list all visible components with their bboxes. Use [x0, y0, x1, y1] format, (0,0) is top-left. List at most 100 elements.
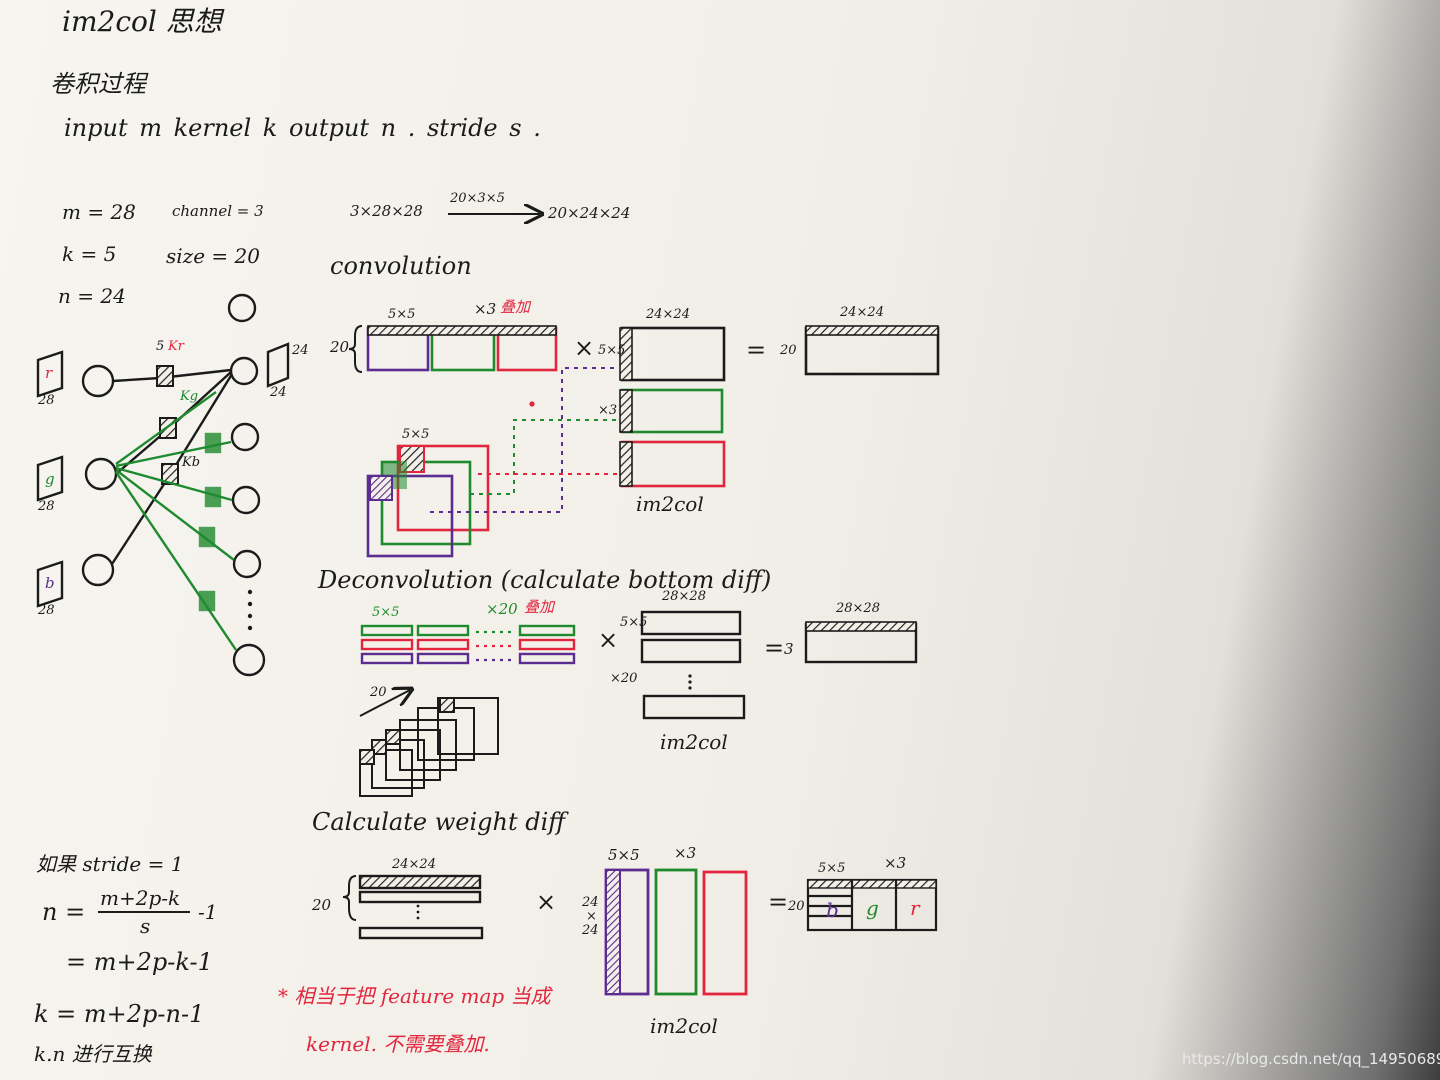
conv-sum-label: 叠加: [500, 298, 531, 316]
input-neuron-g: [84, 457, 118, 491]
input-label-g: g: [45, 470, 55, 488]
conv-kernel-blocks: [366, 325, 558, 372]
deconv-nested-maps: [359, 697, 499, 797]
deconv-repeat-label: ×20: [486, 600, 518, 618]
kernel-label-b: Kb: [182, 455, 201, 470]
formula-denominator: s: [140, 914, 151, 938]
deconv-times: ×: [598, 626, 619, 654]
deconv-result-rows: 3: [784, 640, 794, 658]
wdiff-side-a: 24: [582, 895, 599, 910]
col-block-red: [620, 440, 726, 488]
formula-line3: k = m+2p-n-1: [34, 1000, 205, 1028]
wdiff-side-b: ×: [586, 909, 597, 924]
deconv-cols-label: 5×5: [620, 615, 648, 630]
shape-kernel: 20×3×5: [450, 191, 505, 206]
output-neuron-4: [231, 485, 261, 515]
deconv-map-label: 28×28: [662, 589, 706, 604]
param-n: n = 24: [58, 284, 126, 308]
wdiff-heading: Calculate weight diff: [312, 808, 566, 836]
deconv-heading: Deconvolution (calculate bottom diff): [318, 566, 772, 594]
conv-kernel-label: 5×5: [388, 307, 416, 322]
wdiff-map-label: 24×24: [392, 857, 436, 872]
conv-result-rows: 20: [780, 343, 797, 358]
wdiff-result-repeat: ×3: [884, 854, 907, 872]
note-line1: * 相当于把 feature map 当成: [278, 984, 551, 1008]
wdiff-cell-r: r: [910, 896, 920, 920]
wdiff-col-repeat: ×3: [674, 844, 697, 862]
deconv-result: [804, 621, 918, 664]
output-neuron-2: [229, 356, 259, 386]
input-size-r: 28: [38, 393, 55, 408]
page-title: im2col 思想: [62, 5, 222, 38]
output-size-label: 24: [292, 343, 309, 358]
shape-output: 20×24×24: [548, 204, 631, 222]
wdiff-left-brace: [342, 875, 357, 921]
conv-cols-label: 5×5: [598, 343, 626, 358]
watermark-url: https://blog.csdn.net/qq_14950689: [1182, 1050, 1440, 1068]
conv-left-brace: [348, 325, 363, 373]
input-map-g: [36, 455, 64, 502]
formula-title: 如果 stride = 1: [36, 852, 184, 876]
output-map: [266, 342, 290, 388]
output-neuron-n: [232, 643, 266, 677]
wdiff-result-rows: 20: [788, 899, 805, 914]
input-map-b: [36, 560, 64, 608]
deconv-kernels: [360, 624, 576, 665]
deconv-dots: [476, 630, 512, 662]
input-neuron-r: [81, 364, 115, 398]
conv-result: [804, 325, 940, 376]
kernel-label-g: Kg: [180, 389, 199, 404]
input-label-r: r: [45, 364, 53, 382]
input-map-r: [36, 350, 64, 398]
wdiff-im2col: im2col: [650, 1014, 718, 1038]
network-graph: [36, 293, 290, 677]
shape-input: 3×28×28: [350, 202, 423, 220]
wdiff-result-kernel: 5×5: [818, 861, 846, 876]
wdiff-side-c: 24: [582, 923, 599, 938]
kernel-size-label: 5: [156, 339, 165, 354]
output-neuron-1: [227, 293, 257, 323]
wdiff-equals: =: [768, 888, 789, 916]
conv-times: ×: [574, 334, 595, 362]
deconv-sum-label: 叠加: [524, 598, 555, 616]
definitions-line: input m kernel k output n . stride s .: [64, 114, 541, 142]
conv-heading: convolution: [330, 252, 472, 280]
conv-channels-label: ×3: [474, 300, 497, 318]
wdiff-rows: [358, 874, 484, 940]
conv-dotted-links: [430, 367, 618, 513]
kernel-label-r: Kr: [168, 339, 184, 354]
note-line2: kernel. 不需要叠加.: [306, 1032, 490, 1056]
formula-numerator: m+2p-k: [100, 886, 181, 910]
col-block-black: [620, 326, 726, 382]
col-block-green: [620, 388, 724, 434]
output-size-label-b: 24: [270, 385, 287, 400]
wdiff-times: ×: [536, 888, 557, 916]
input-neuron-b: [81, 553, 115, 587]
conv-repeat-label: ×3: [598, 403, 618, 418]
input-size-g: 28: [38, 499, 55, 514]
conv-slide-kernel: 5×5: [402, 427, 430, 442]
output-neuron-5: [232, 549, 262, 579]
deconv-slide-arrow: [359, 690, 410, 717]
formula-line4: k.n 进行互换: [34, 1042, 152, 1066]
wdiff-result: [806, 878, 938, 932]
wdiff-cell-b: b: [826, 898, 839, 922]
deconv-result-label: 28×28: [836, 601, 880, 616]
wdiff-vdots: [416, 904, 420, 920]
conv-equals: =: [746, 336, 767, 364]
wdiff-row-label: 20: [312, 896, 332, 914]
conv-row-label: 20: [330, 338, 350, 356]
output-neuron-3: [230, 422, 260, 452]
conv-sliding-maps: [366, 444, 490, 558]
wdiff-cell-g: g: [866, 896, 879, 920]
param-channel: channel = 3: [172, 202, 264, 220]
formula-n-eq: n =: [42, 898, 86, 926]
deconv-kernel-label: 5×5: [372, 605, 400, 620]
deconv-vdots: [688, 674, 692, 690]
deconv-im2col: im2col: [660, 730, 728, 754]
formula-minus-one: -1: [198, 900, 218, 924]
green-connections: [115, 391, 237, 651]
wdiff-col-kernel: 5×5: [608, 846, 640, 864]
param-k: k = 5: [62, 242, 117, 266]
